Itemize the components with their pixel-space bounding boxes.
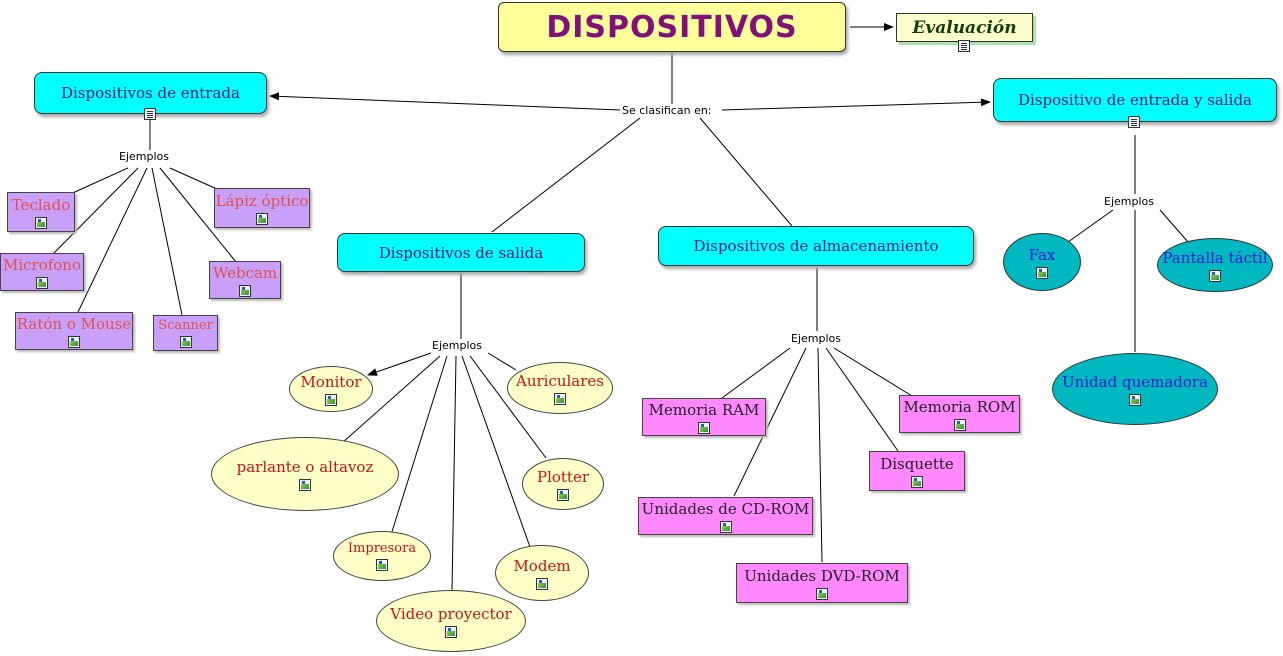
item-modem[interactable]: Modem (495, 545, 589, 601)
image-resource-icon[interactable] (719, 520, 732, 533)
category-entrada-salida-label: Dispositivo de entrada y salida (1017, 91, 1252, 109)
item-label: Teclado (11, 195, 71, 214)
item-label: Lápiz óptico (215, 191, 309, 210)
document-icon[interactable] (1128, 116, 1140, 128)
item-lapiz-optico[interactable]: Lápiz óptico (214, 188, 310, 228)
category-salida[interactable]: Dispositivos de salida (337, 233, 585, 272)
item-fax[interactable]: Fax (1003, 233, 1081, 291)
item-unidad-quemadora[interactable]: Unidad quemadora (1052, 353, 1218, 425)
item-label: Unidad quemadora (1061, 372, 1209, 391)
item-memoria-ram[interactable]: Memoria RAM (642, 398, 766, 436)
image-resource-icon[interactable] (1129, 393, 1141, 406)
image-resource-icon[interactable] (554, 392, 566, 405)
item-label: Memoria ROM (903, 397, 1016, 416)
item-label: Ratón o Mouse (16, 314, 132, 333)
image-resource-icon[interactable] (698, 421, 710, 434)
ejemplos-label-entrada-salida: Ejemplos (1102, 195, 1156, 208)
item-label: Video proyector (390, 604, 512, 623)
ejemplos-label-salida: Ejemplos (430, 339, 484, 352)
item-microfono[interactable]: Microfono (0, 253, 84, 291)
item-teclado[interactable]: Teclado (7, 192, 75, 232)
item-dvd-rom[interactable]: Unidades DVD-ROM (736, 563, 908, 603)
image-resource-icon[interactable] (325, 393, 337, 406)
category-entrada-label: Dispositivos de entrada (61, 84, 240, 102)
item-label: Memoria RAM (648, 400, 760, 419)
item-memoria-rom[interactable]: Memoria ROM (899, 395, 1020, 433)
item-label: Pantalla táctil (1162, 248, 1268, 267)
image-resource-icon[interactable] (816, 587, 828, 600)
image-resource-icon[interactable] (35, 216, 47, 229)
item-label: Scanner (158, 318, 213, 333)
evaluation-node[interactable]: Evaluación (896, 13, 1033, 42)
item-label: Monitor (300, 372, 362, 391)
item-scanner[interactable]: Scanner (153, 315, 218, 351)
item-label: Unidades DVD-ROM (744, 566, 900, 585)
image-resource-icon[interactable] (68, 335, 80, 348)
item-webcam[interactable]: Webcam (209, 261, 281, 299)
category-almacenamiento[interactable]: Dispositivos de almacenamiento (658, 226, 974, 266)
item-label: parlante o altavoz (236, 457, 374, 476)
title-node[interactable]: DISPOSITIVOS (498, 2, 846, 52)
clasifican-label: Se clasifican en: (620, 104, 714, 117)
image-resource-icon[interactable] (911, 475, 923, 488)
image-resource-icon[interactable] (536, 577, 548, 590)
item-label: Unidades de CD-ROM (641, 499, 810, 518)
item-disquette[interactable]: Disquette (869, 451, 965, 491)
category-salida-label: Dispositivos de salida (378, 243, 544, 262)
evaluation-text: Evaluación (912, 17, 1017, 38)
item-video-proyector[interactable]: Video proyector (376, 590, 526, 652)
image-resource-icon[interactable] (376, 559, 388, 571)
item-parlante[interactable]: parlante o altavoz (211, 437, 399, 511)
category-entrada[interactable]: Dispositivos de entrada (34, 72, 267, 114)
document-icon[interactable] (958, 40, 970, 52)
image-resource-icon[interactable] (1209, 269, 1221, 282)
item-pantalla-tactil[interactable]: Pantalla táctil (1157, 238, 1273, 292)
item-label: Microfono (2, 255, 82, 274)
image-resource-icon[interactable] (36, 276, 48, 289)
title-text: DISPOSITIVOS (546, 9, 798, 45)
item-label: Auriculares (515, 371, 604, 390)
item-raton[interactable]: Ratón o Mouse (15, 312, 133, 350)
ejemplos-label-entrada: Ejemplos (117, 150, 171, 163)
image-resource-icon[interactable] (299, 478, 311, 491)
item-impresora[interactable]: Impresora (333, 531, 431, 581)
category-almacenamiento-label: Dispositivos de almacenamiento (693, 237, 939, 255)
item-label: Fax (1028, 245, 1056, 264)
image-resource-icon[interactable] (256, 212, 268, 225)
item-label: Webcam (212, 263, 278, 282)
image-resource-icon[interactable] (179, 336, 192, 348)
item-label: Impresora (347, 541, 417, 556)
image-resource-icon[interactable] (239, 284, 251, 297)
image-resource-icon[interactable] (445, 625, 457, 638)
item-auriculares[interactable]: Auriculares (507, 362, 613, 414)
image-resource-icon[interactable] (557, 488, 569, 501)
item-label: Disquette (880, 454, 954, 473)
item-cd-rom[interactable]: Unidades de CD-ROM (638, 497, 813, 535)
document-icon[interactable] (144, 108, 156, 120)
image-resource-icon[interactable] (953, 418, 966, 431)
ejemplos-label-almacenamiento: Ejemplos (789, 332, 843, 345)
item-label: Modem (513, 556, 571, 575)
item-monitor[interactable]: Monitor (289, 366, 373, 412)
image-resource-icon[interactable] (1036, 266, 1048, 279)
item-plotter[interactable]: Plotter (522, 458, 604, 510)
item-label: Plotter (536, 467, 590, 486)
